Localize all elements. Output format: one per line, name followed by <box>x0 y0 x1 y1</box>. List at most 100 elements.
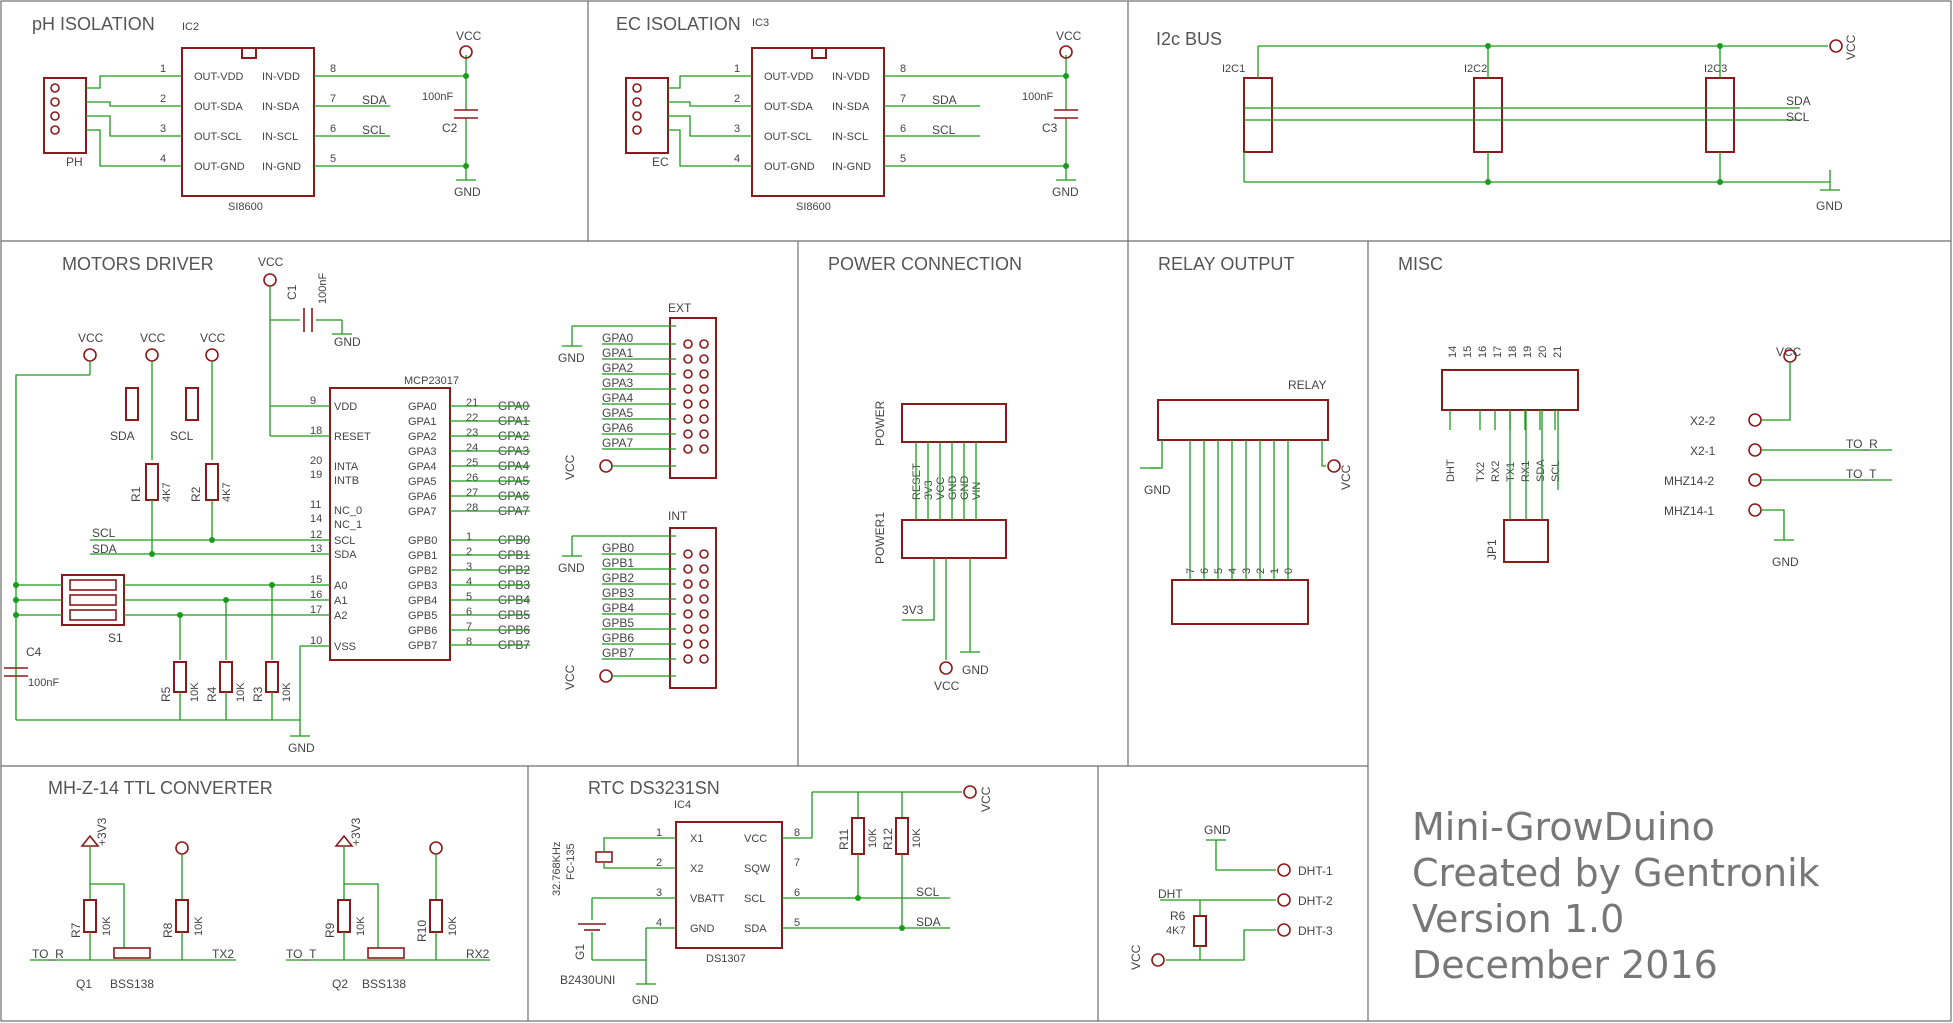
power-pin-label: VCC <box>935 477 947 500</box>
r12-value: 10K <box>911 828 923 848</box>
ph-pin-num: 2 <box>160 93 166 105</box>
r9-ref: R9 <box>323 922 337 938</box>
int-pin <box>683 639 693 649</box>
mcp-gpa-num: 27 <box>466 487 478 499</box>
rtc-sda-label: SDA <box>916 915 941 929</box>
ext-pin <box>699 414 709 424</box>
mcp-pin-name: A1 <box>334 595 347 607</box>
mhz-3v3-label: +3V3 <box>349 817 363 846</box>
ec-connector-label: EC <box>652 155 669 169</box>
ext-gnd-label: GND <box>558 351 585 365</box>
ec-pin-num: 7 <box>900 93 906 105</box>
r3-resistor <box>265 661 279 693</box>
ph-pin-num: 6 <box>330 123 336 135</box>
rtc-ic-ref: IC4 <box>674 799 691 811</box>
vcc-label: VCC <box>140 331 166 345</box>
dht-vcc-label: VCC <box>1129 944 1143 970</box>
r12-ref: R12 <box>881 828 895 850</box>
rtc-pin-num: 8 <box>794 827 800 839</box>
jp-pin-num: 17 <box>1492 346 1504 358</box>
mcp-pin-name: RESET <box>334 431 371 443</box>
ext-pin <box>683 369 693 379</box>
dht-3-label: DHT-3 <box>1298 924 1333 938</box>
battery-ref: G1 <box>573 944 587 960</box>
relay-num: 2 <box>1255 568 1267 574</box>
section-title-motors: MOTORS DRIVER <box>62 254 214 274</box>
misc-to-r-label: TO_R <box>1846 437 1878 451</box>
ph-cap-value: 100nF <box>422 91 453 103</box>
ds1307-label: DS1307 <box>706 953 746 965</box>
crystal-freq: 32.768KHz <box>551 842 563 896</box>
ec-sda-label: SDA <box>932 93 957 107</box>
mcp-pin-num: 17 <box>310 604 322 616</box>
info-project-name: Mini-GrowDuino <box>1412 805 1715 849</box>
ext-row-label: GPA6 <box>602 421 633 435</box>
ph-connector-label: PH <box>66 155 83 169</box>
mcp-pin-num: 19 <box>310 469 322 481</box>
vcc-label: VCC <box>200 331 226 345</box>
ec-cap-value: 100nF <box>1022 91 1053 103</box>
x2-1-label: X2-1 <box>1690 444 1716 458</box>
mcp-gpb-num: 8 <box>466 636 472 648</box>
int-row-label: GPB6 <box>602 631 634 645</box>
section-title-ph: pH ISOLATION <box>32 14 155 34</box>
info-author: Created by Gentronik <box>1412 851 1820 895</box>
ext-header-label: EXT <box>668 301 692 315</box>
r3-value: 10K <box>281 682 293 702</box>
mcp-gpb-num: 3 <box>466 561 472 573</box>
r11-resistor <box>851 817 865 855</box>
relay-num: 0 <box>1283 568 1295 574</box>
r8-ref: R8 <box>161 922 175 938</box>
battery-label: B2430UNI <box>560 973 615 987</box>
int-pin <box>699 624 709 634</box>
r1-resistor <box>145 463 159 501</box>
ec-pin-num: 6 <box>900 123 906 135</box>
int-row-label: GPB7 <box>602 646 634 660</box>
i2c2-connector <box>1473 77 1503 153</box>
ec-pin-num: 1 <box>734 63 740 75</box>
mcp-gpb-name: GPB2 <box>408 565 437 577</box>
ec-pin-label: IN-VDD <box>832 71 870 83</box>
relay-num: 6 <box>1199 568 1211 574</box>
r4-resistor <box>219 661 233 693</box>
q1-mosfet <box>113 947 151 959</box>
sda-net-label: SDA <box>92 542 117 556</box>
ext-pin <box>699 399 709 409</box>
ec-pin-label: OUT-SCL <box>764 131 812 143</box>
int-row-label: GPB1 <box>602 556 634 570</box>
ext-pin <box>699 384 709 394</box>
int-pin <box>683 549 693 559</box>
jp1-connector <box>1503 519 1549 563</box>
mhz14-2-label: MHZ14-2 <box>1664 474 1714 488</box>
power-pin-label: GND <box>959 476 971 501</box>
relay-header <box>1157 399 1329 441</box>
mcp-left-pins: VDD9RESET18INTA20INTB19NC_011NC_114SCL12… <box>310 395 371 653</box>
mcp-gpb-name: GPB0 <box>408 535 437 547</box>
mcp-pin-num: 18 <box>310 425 322 437</box>
ec-pin-label: OUT-SDA <box>764 101 814 113</box>
relay-num: 3 <box>1241 568 1253 574</box>
int-header <box>669 527 717 689</box>
rtc-pin-name: SDA <box>744 923 767 935</box>
ec-pin-label: OUT-VDD <box>764 71 814 83</box>
mcp-gpb-name: GPB5 <box>408 610 437 622</box>
ph-pin-in-sda: IN-SDA <box>262 101 300 113</box>
x2-2-label: X2-2 <box>1690 414 1716 428</box>
r4-value: 10K <box>235 682 247 702</box>
ext-pin <box>683 414 693 424</box>
rtc-pin-name: SCL <box>744 893 765 905</box>
mcp-pin-name: INTB <box>334 475 359 487</box>
jp-pin-num: 19 <box>1522 346 1534 358</box>
c4-value: 100nF <box>28 677 59 689</box>
ph-isolation: IC2 SI8600 OUT-VDD OUT-SDA OUT-SCL OUT-G… <box>43 21 482 213</box>
mcp-gpa-num: 23 <box>466 427 478 439</box>
ext-row-label: GPA7 <box>602 436 633 450</box>
jp-pin-label: TX2 <box>1475 462 1487 482</box>
ph-vcc-label: VCC <box>456 29 482 43</box>
power-3v3-label: 3V3 <box>902 603 924 617</box>
misc-to-t-label: TO_T <box>1846 467 1877 481</box>
rtc-pin-name: X2 <box>690 863 703 875</box>
ph-pin-num: 1 <box>160 63 166 75</box>
